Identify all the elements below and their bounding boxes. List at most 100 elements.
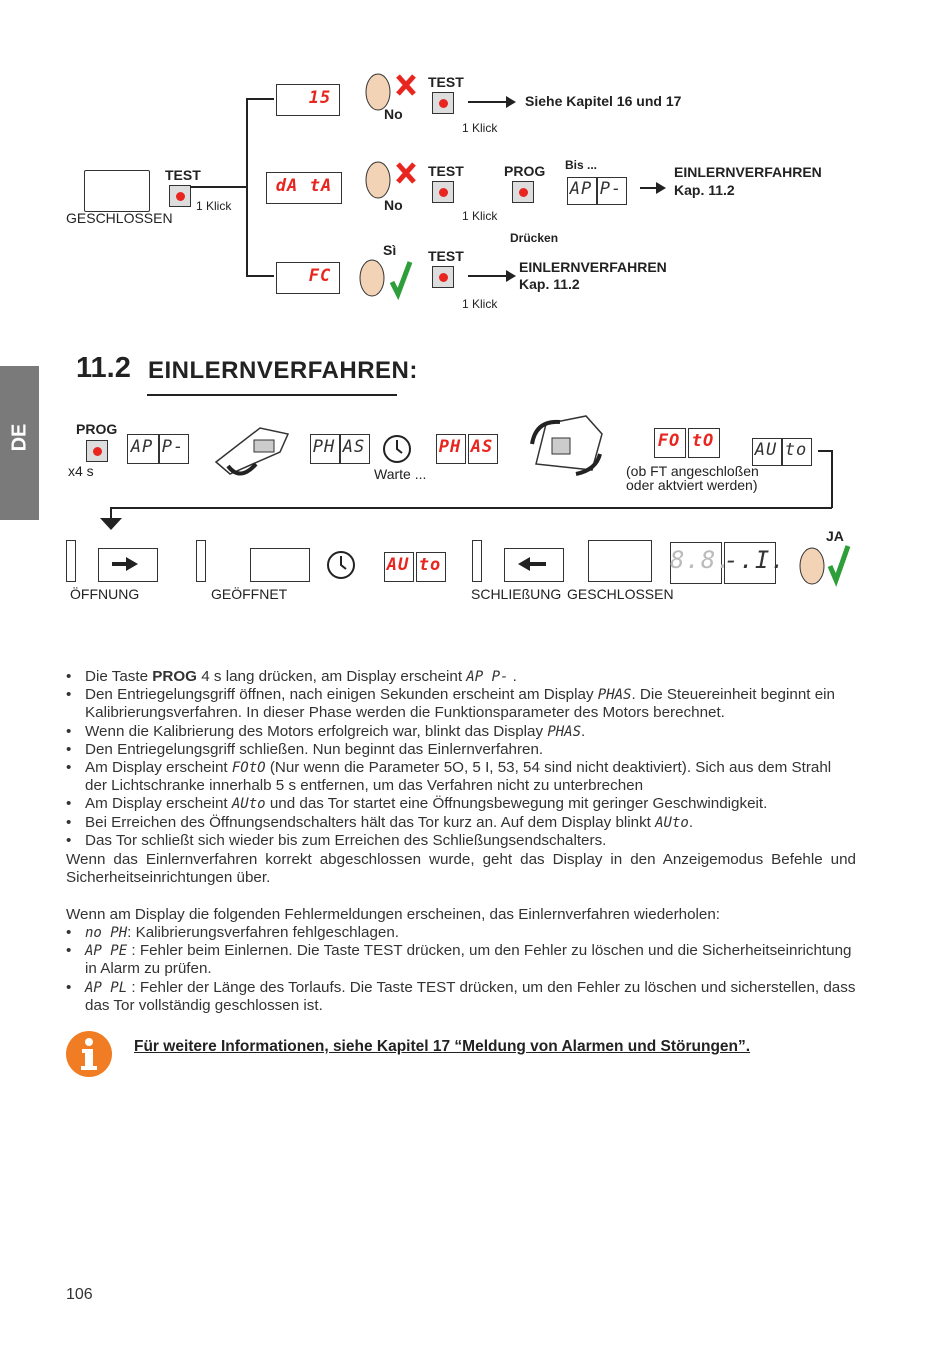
display-15-text: 15 xyxy=(308,88,332,108)
geoeffnet-label: GEÖFFNET xyxy=(211,586,288,602)
connector-line xyxy=(110,507,112,521)
release-handle-close-icon xyxy=(530,415,603,476)
display-to-text: to xyxy=(784,440,808,460)
instruction-end: (Nur wenn die Parameter 5O, 5 I, 53, 54 … xyxy=(85,759,832,795)
bis-label: Bis ... xyxy=(565,158,598,172)
error-item: no PH: Kalibrierungsverfahren fehlgeschl… xyxy=(66,924,856,942)
instruction-pre: Wenn die Kalibrierung des Motors erfolgr… xyxy=(85,722,548,740)
display-au-blink xyxy=(384,552,414,582)
arrow-right-icon xyxy=(640,182,666,194)
prog-button-icon xyxy=(86,440,108,462)
completion-text: Wenn das Einlernverfahren korrekt abgesc… xyxy=(66,851,856,887)
klick-label: 1 Klick xyxy=(462,297,498,311)
ft-note-line1: (ob FT angeschloßen xyxy=(626,463,759,479)
language-tab-label: DE xyxy=(8,423,31,452)
error-text: : Fehler der Länge des Torlaufs. Die Tas… xyxy=(85,978,856,1014)
page-number: 106 xyxy=(66,1286,93,1303)
arrow-right-icon xyxy=(468,96,516,108)
x4s-label: x4 s xyxy=(68,463,94,479)
connector-line xyxy=(831,450,833,508)
test-button-icon xyxy=(432,92,454,114)
prog-button-icon xyxy=(512,181,534,203)
display-au xyxy=(752,438,782,466)
tree-line xyxy=(246,98,248,276)
geschlossen-label: GESCHLOSSEN xyxy=(66,210,173,226)
tree-line xyxy=(190,186,248,188)
instruction-pre: Am Display erscheint xyxy=(85,795,232,813)
thumbs-up-icon xyxy=(359,259,413,301)
test-label: TEST xyxy=(428,248,464,264)
display-ap-text: AP xyxy=(130,437,154,457)
klick-label: 1 Klick xyxy=(462,121,498,135)
druecken-label: Drücken xyxy=(510,231,559,245)
prog-label: PROG xyxy=(504,163,546,179)
arrow-down-icon xyxy=(100,518,122,530)
instruction-list: Die Taste PROG 4 s lang drücken, am Disp… xyxy=(66,668,856,850)
display-to xyxy=(782,438,812,466)
ft-note: (ob FT angeschloßen oder aktviert werden… xyxy=(626,464,759,492)
section-title-underline xyxy=(147,394,397,396)
test-button-icon xyxy=(432,266,454,288)
geschlossen-label: GESCHLOSSEN xyxy=(567,586,674,602)
instruction-pre: Den Entriegelungsgriff öffnen, nach eini… xyxy=(85,686,598,704)
instruction-item: Bei Erreichen des Öffnungsendschalters h… xyxy=(66,814,856,832)
display-ph-blink xyxy=(436,434,466,464)
instruction-post: 4 s lang drücken, am Display erscheint xyxy=(197,668,467,685)
klick-label: 1 Klick xyxy=(462,209,498,223)
branch2-result-line1: EINLERNVERFAHREN xyxy=(674,164,822,180)
display-data xyxy=(266,172,342,204)
error-disp: AP PE xyxy=(85,943,128,960)
error-list: no PH: Kalibrierungsverfahren fehlgeschl… xyxy=(66,924,856,1015)
closed-gate-icon xyxy=(84,170,150,212)
section-title: EINLERNVERFAHREN: xyxy=(148,357,418,384)
ft-note-line2: oder aktviert werden) xyxy=(626,477,758,493)
test-button-icon xyxy=(169,185,191,207)
display-p-text: P- xyxy=(161,437,185,457)
instruction-pre: Am Display erscheint xyxy=(85,759,232,777)
display-as xyxy=(340,434,370,464)
connector-line xyxy=(818,450,832,452)
display-p xyxy=(159,434,189,464)
schliessung-label: SCHLIEßUNG xyxy=(471,586,562,602)
tree-line xyxy=(246,98,274,100)
instruction-item: Am Display erscheint FOtO (Nur wenn die … xyxy=(66,759,856,795)
error-disp: AP PL xyxy=(85,979,128,996)
display-to-blink-text: to xyxy=(418,555,442,575)
display-ph-blink-text: PH xyxy=(438,437,462,457)
thumbs-up-icon xyxy=(799,545,851,587)
gate-post-icon xyxy=(472,540,482,582)
display-to-blink xyxy=(416,552,446,582)
display-ap xyxy=(127,434,159,464)
arrow-left-icon xyxy=(518,557,546,571)
klick-label: 1 Klick xyxy=(196,199,232,213)
instruction-disp: PHAS xyxy=(597,687,632,704)
oeffnung-label: ÖFFNUNG xyxy=(70,586,140,602)
error-item: AP PL : Fehler der Länge des Torlaufs. D… xyxy=(66,979,856,1015)
display-15 xyxy=(276,84,340,116)
instruction-disp: AUto xyxy=(231,796,266,813)
warte-label: Warte ... xyxy=(374,466,427,482)
gate-closed-icon xyxy=(588,540,652,582)
instruction-disp: FOtO xyxy=(231,760,266,777)
instruction-disp: AUto xyxy=(655,814,689,831)
display-idle xyxy=(724,542,776,584)
instruction-end: . xyxy=(508,668,517,685)
display-idle-text: 8.8. xyxy=(670,546,732,574)
instruction-item: Den Entriegelungsgriff schließen. Nun be… xyxy=(66,741,856,759)
error-disp: no PH xyxy=(85,925,128,941)
test-button-icon xyxy=(432,181,454,203)
arrow-right-icon xyxy=(112,557,138,571)
connector-line xyxy=(110,507,832,509)
instruction-end: . xyxy=(688,813,694,831)
display-fo-text: FO xyxy=(657,431,681,451)
display-ap xyxy=(567,177,597,205)
info-icon xyxy=(66,1031,112,1077)
display-idle xyxy=(670,542,722,584)
display-as-blink xyxy=(468,434,498,464)
instruction-item: Wenn die Kalibrierung des Motors erfolgr… xyxy=(66,723,856,741)
display-p-text: P- xyxy=(599,179,623,199)
display-fc-text: FC xyxy=(308,266,332,286)
thumbs-down-icon xyxy=(365,73,416,111)
instruction-end: und das Tor startet eine Öffnungsbewegun… xyxy=(265,795,768,813)
section-number: 11.2 xyxy=(76,352,131,384)
